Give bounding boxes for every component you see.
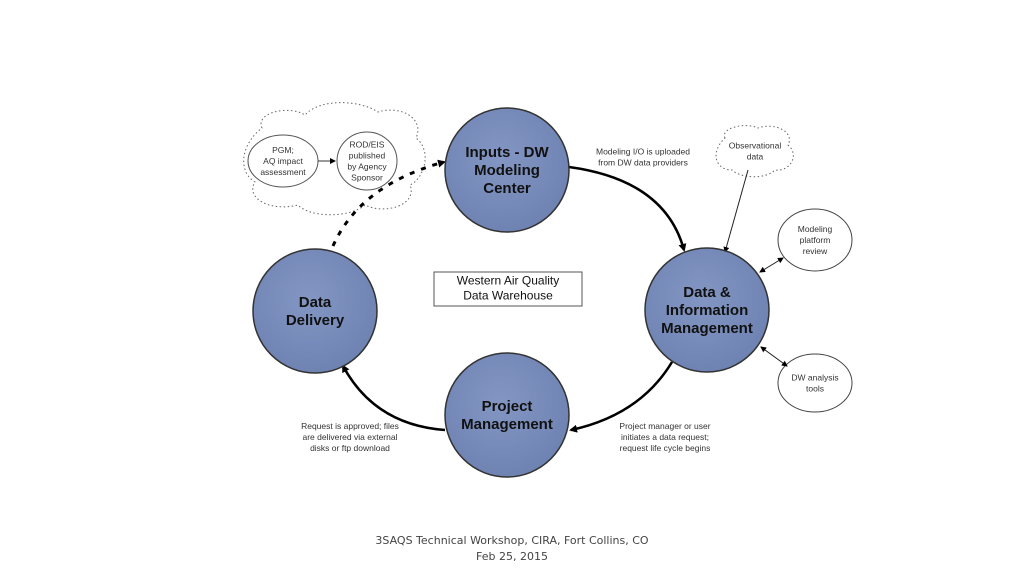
platform-review-label: platform [800,235,831,245]
observational-label: data [747,152,764,162]
observational-label: Observational [729,141,782,151]
inputs-label: Modeling [474,162,540,179]
upload-annotation: from DW data providers [598,158,688,168]
rod-label: ROD/EIS [350,140,385,150]
data-info-label: Management [661,320,753,337]
pgm-label: AQ impact [263,156,303,166]
project-label: Project [482,398,533,415]
project-label: Management [461,416,553,433]
arrow-observational [723,169,749,253]
data-info-label: Information [666,302,749,319]
request-annotation: initiates a data request; [621,432,709,442]
approved-annotation: are delivered via external [303,432,398,442]
data-info-label: Data & [683,284,731,301]
arrow-analysis-tools [760,346,788,367]
inputs-label: Inputs - DW [465,144,549,161]
arrow-inputs-to-data [568,165,687,252]
platform-review-label: review [803,246,828,256]
request-annotation: request life cycle begins [620,443,711,453]
node-delivery [252,248,378,374]
footer-date: Feb 25, 2015 [476,550,548,563]
center-label-box [433,271,583,307]
arrow-platform-review [759,257,784,273]
analysis-tools-label: DW analysis [791,373,838,383]
delivery-label: Delivery [286,312,345,329]
analysis-tools-label: tools [806,384,824,394]
arrow-project-to-delivery [341,364,446,432]
arrow-delivery-to-inputs [331,159,446,247]
node-inputs [444,107,570,233]
center-label: Western Air Quality [457,274,559,288]
node-platform-review [777,208,853,272]
pgm-label: assessment [260,167,306,177]
approved-annotation: disks or ftp download [310,443,390,453]
platform-review-label: Modeling [798,224,833,234]
arrow-data-to-project [569,361,674,433]
delivery-label: Data [299,294,332,311]
cloud-outcomes [243,102,426,216]
request-annotation: Project manager or user [619,421,710,431]
node-data-info [644,247,770,373]
rod-label: by Agency [347,162,387,172]
node-analysis-tools [777,353,853,413]
cloud-observational [715,125,794,178]
rod-label: published [349,151,386,161]
pgm-label: PGM; [272,145,294,155]
node-project [444,352,570,478]
center-label: Data Warehouse [463,289,553,303]
node-rod-eis [336,131,398,191]
upload-annotation: Modeling I/O is uploaded [596,147,690,157]
footer-line-1: 3SAQS Technical Workshop, CIRA, Fort Col… [375,534,649,547]
inputs-label: Center [483,180,531,197]
rod-label: Sponsor [351,173,383,183]
approved-annotation: Request is approved; files [301,421,399,431]
